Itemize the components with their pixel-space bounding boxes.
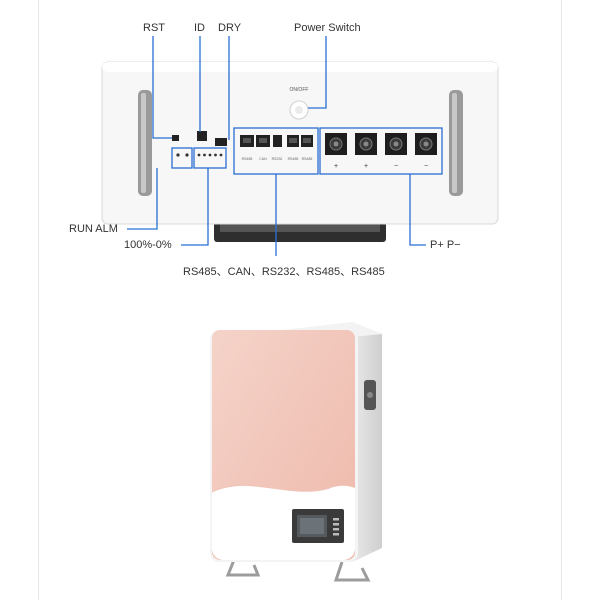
rs485-port-2[interactable]: [287, 135, 299, 147]
left-leg: [225, 554, 261, 577]
mounting-bracket: [214, 222, 386, 242]
left-frame-line: [38, 0, 39, 600]
power-terminal[interactable]: [355, 133, 377, 155]
id-dip-switch[interactable]: [197, 131, 207, 141]
run-alm-led-box: [171, 147, 193, 169]
rs485-port-3[interactable]: [301, 135, 313, 147]
left-handle: [138, 90, 152, 196]
power-terminal[interactable]: [325, 133, 347, 155]
terminal-sign: +: [334, 163, 338, 170]
soc-led: [208, 153, 212, 157]
soc-led: [197, 153, 201, 157]
soc-led: [219, 153, 223, 157]
wall-battery-illustration: [210, 322, 382, 582]
right-leg: [333, 561, 371, 582]
port-label: RS485: [302, 157, 313, 161]
run-alm-callout-label: RUN ALM: [69, 223, 118, 235]
rs485-port-1[interactable]: [240, 135, 254, 147]
port-label: RS485: [288, 157, 299, 161]
on-off-label: ON/OFF: [290, 87, 309, 93]
port-label: RS485: [242, 157, 253, 161]
soc-led: [214, 153, 217, 157]
comm-ports-callout-label: RS485、CAN、RS232、RS485、RS485: [183, 266, 385, 278]
port-label: RS232: [272, 157, 283, 161]
right-handle: [449, 90, 463, 196]
dry-contact-port[interactable]: [215, 138, 227, 146]
terminals-callout-label: P+ P−: [430, 239, 461, 251]
battery-front-panel-diagram: ON/OFF RS485 CAN RS232 RS485 RS485 + + − −: [101, 36, 499, 256]
soc-led-box: [193, 147, 227, 169]
dry-callout-label: DRY: [218, 22, 242, 34]
callout-lines: [127, 36, 426, 256]
power-switch-callout-label: Power Switch: [294, 22, 361, 34]
right-frame-line: [561, 0, 562, 600]
power-terminals-box: [319, 127, 443, 175]
display-buttons[interactable]: [333, 518, 339, 536]
power-terminal[interactable]: [385, 133, 407, 155]
terminal-sign: −: [394, 163, 398, 170]
id-callout-label: ID: [194, 22, 205, 34]
rst-button[interactable]: [172, 135, 179, 141]
can-port[interactable]: [256, 135, 270, 147]
rst-callout-label: RST: [143, 22, 165, 34]
power-terminal[interactable]: [415, 133, 437, 155]
soc-callout-label: 100%-0%: [124, 239, 172, 251]
terminal-sign: −: [424, 163, 428, 170]
soc-led: [203, 153, 206, 157]
port-label: CAN: [259, 157, 267, 161]
rs232-port[interactable]: [273, 135, 282, 147]
terminal-sign: +: [364, 163, 368, 170]
